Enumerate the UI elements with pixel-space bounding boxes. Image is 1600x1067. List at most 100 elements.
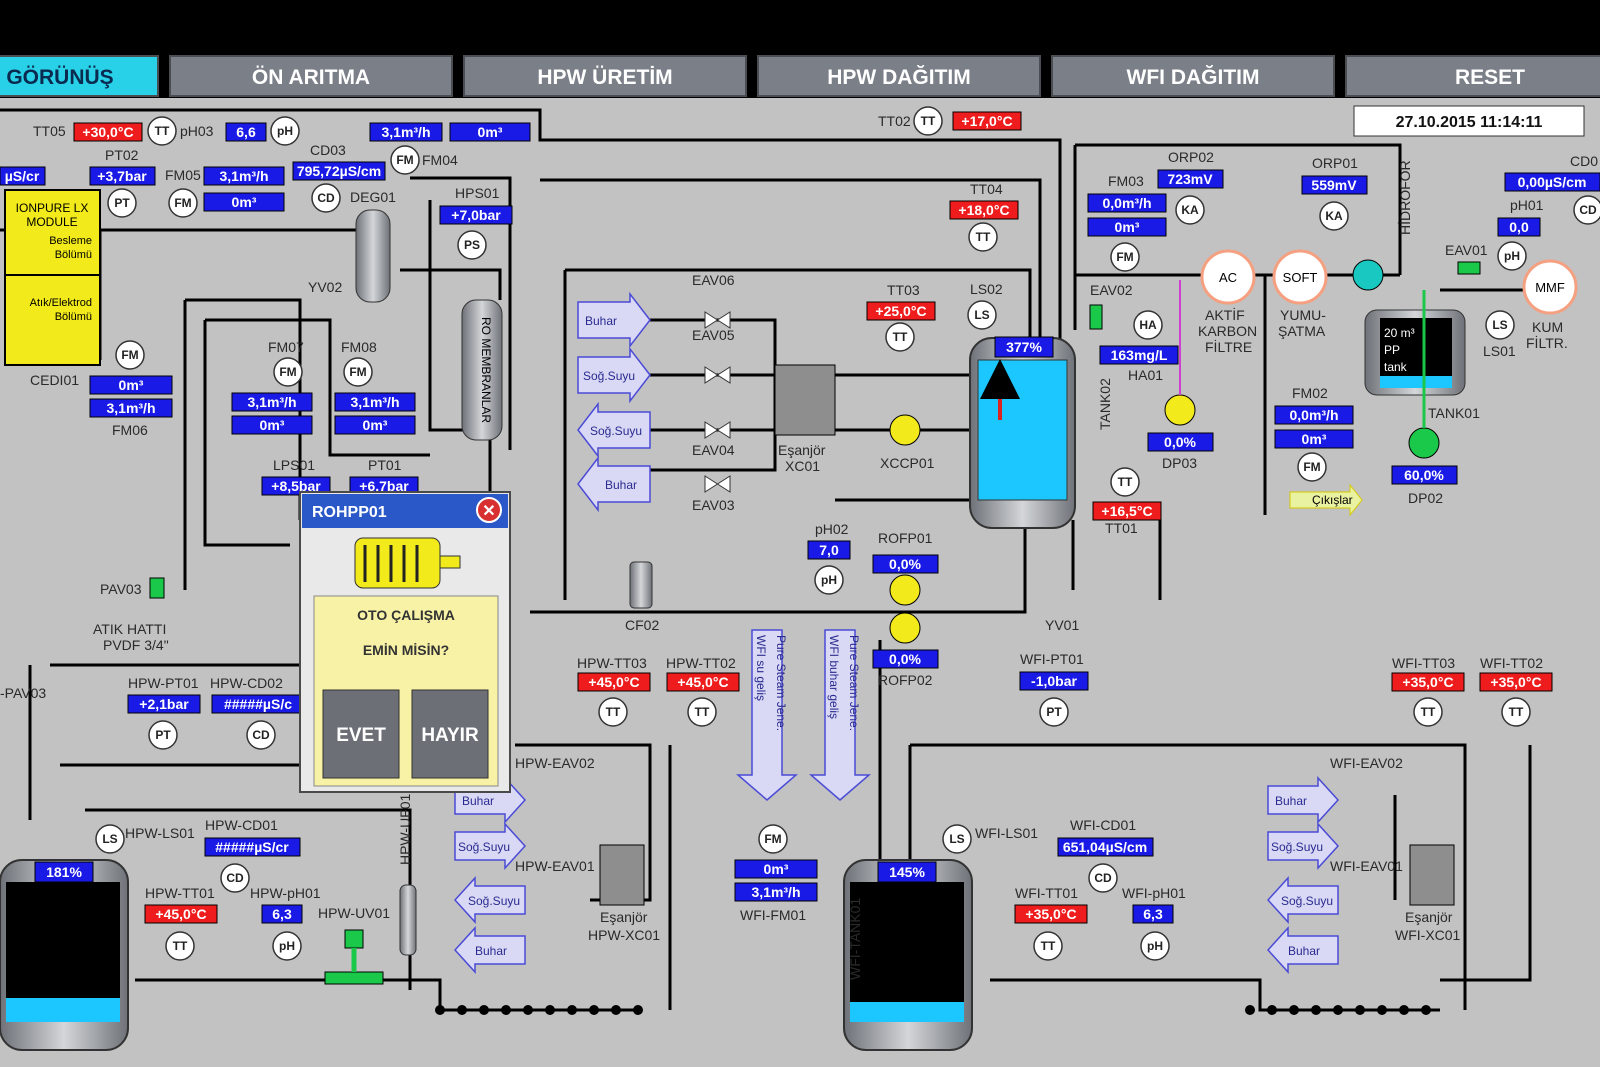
pt01-value: +6,7bar xyxy=(349,476,419,496)
tab-wfi-dagitim[interactable]: WFI DAĞITIM xyxy=(1051,55,1335,97)
svg-text:377%: 377% xyxy=(1006,339,1042,355)
ro-membranes[interactable]: RO MEMBRANLAR xyxy=(461,299,503,441)
svg-text:DP02: DP02 xyxy=(1408,490,1443,506)
lps01-value: +8,5bar xyxy=(261,476,331,496)
deg01-tank[interactable] xyxy=(355,209,391,303)
hpw-ph01-value: 6,3 xyxy=(261,904,303,924)
cf02-filter[interactable] xyxy=(629,561,653,609)
hpw-uv01[interactable] xyxy=(324,929,384,985)
svg-text:PT: PT xyxy=(1046,705,1062,719)
fm04-bubble: FM xyxy=(390,145,420,175)
svg-text:FM03: FM03 xyxy=(1108,173,1144,189)
svg-text:WFI-CD01: WFI-CD01 xyxy=(1070,817,1136,833)
tab-on-aritma[interactable]: ÖN ARITMA xyxy=(169,55,453,97)
rofp01-pump[interactable] xyxy=(889,574,921,606)
svg-text:pH02: pH02 xyxy=(815,521,849,537)
svg-text:EAV01: EAV01 xyxy=(1445,242,1488,258)
ac-filter[interactable]: AC xyxy=(1200,249,1256,305)
instrument-bubbles[interactable]: TT pH PT FM CD FM PS FM FM FM TT TT LS T… xyxy=(95,106,1600,961)
svg-text:3,1m³/h: 3,1m³/h xyxy=(219,168,268,184)
hpw-tt02-value: +45,0°C xyxy=(666,672,740,692)
svg-text:CD: CD xyxy=(1579,203,1597,217)
svg-text:YUMU-: YUMU- xyxy=(1280,307,1326,323)
hpw-uf01-filter[interactable] xyxy=(399,884,417,956)
fm06-bubble: FM xyxy=(115,340,145,370)
svg-text:+3,7bar: +3,7bar xyxy=(97,168,147,184)
svg-text:YV02: YV02 xyxy=(308,279,342,295)
cikislar-arrow[interactable]: Çıkışlar xyxy=(1289,483,1363,517)
stream-sogsuyu-out-1: Soğ.Suyu xyxy=(577,401,651,459)
hpw-cd02-value: #####µS/c xyxy=(211,694,305,714)
svg-text:WFI-TANK01: WFI-TANK01 xyxy=(847,898,863,980)
dp02-pump[interactable] xyxy=(1408,427,1440,459)
hidrofor-pump[interactable] xyxy=(1352,259,1384,291)
svg-text:WFI-pH01: WFI-pH01 xyxy=(1122,885,1186,901)
dialog-no-button[interactable]: HAYIR xyxy=(411,689,489,779)
svg-text:651,04µS/cm: 651,04µS/cm xyxy=(1063,839,1147,855)
tab-reset[interactable]: RESET xyxy=(1345,55,1600,97)
mmf-filter[interactable]: MMF xyxy=(1522,259,1578,315)
svg-text:0,0: 0,0 xyxy=(1509,219,1529,235)
pure-steam-wfi-su: Pure Steam Jene. WFI su geliş xyxy=(735,629,799,801)
dp03-pump[interactable] xyxy=(1164,394,1196,426)
cedi-module[interactable]: IONPURE LX MODULE Besleme Bölümü Atık/El… xyxy=(4,189,101,366)
svg-text:+18,0°C: +18,0°C xyxy=(958,202,1009,218)
svg-text:LS01: LS01 xyxy=(1483,343,1516,359)
svg-text:TT: TT xyxy=(1118,475,1133,489)
svg-text:HPW-PT01: HPW-PT01 xyxy=(128,675,199,691)
svg-text:HA01: HA01 xyxy=(1128,367,1163,383)
tab-hpw-dagitim[interactable]: HPW DAĞITIM xyxy=(757,55,1041,97)
svg-text:MODULE: MODULE xyxy=(26,215,77,229)
tab-gorunus[interactable]: GÖRÜNÜŞ xyxy=(0,55,159,97)
valves-eav[interactable] xyxy=(704,311,731,493)
svg-text:#####µS/c: #####µS/c xyxy=(224,696,292,712)
svg-text:559mV: 559mV xyxy=(1311,177,1357,193)
svg-text:CD: CD xyxy=(1094,871,1112,885)
svg-text:WFI DAĞITIM: WFI DAĞITIM xyxy=(1127,65,1260,89)
fm08-total: 0m³ xyxy=(334,415,416,435)
tank01[interactable]: 20 m³ PP tank xyxy=(1364,309,1466,396)
svg-text:Soğ.Suyu: Soğ.Suyu xyxy=(1281,894,1333,908)
svg-text:TT: TT xyxy=(1041,939,1056,953)
xccp01-pump[interactable] xyxy=(889,414,921,446)
svg-text:TT: TT xyxy=(606,705,621,719)
pav03-valve[interactable] xyxy=(149,577,165,599)
svg-text:CD: CD xyxy=(226,871,244,885)
svg-text:LS: LS xyxy=(974,308,989,322)
svg-text:WFI buhar geliş: WFI buhar geliş xyxy=(827,635,841,719)
rofp02-pump[interactable] xyxy=(889,612,921,644)
outlet-manifold-hpw xyxy=(435,1005,643,1015)
dialog-close-button[interactable]: ✕ xyxy=(476,497,502,523)
eav01-valve[interactable] xyxy=(1457,261,1481,275)
svg-text:Soğ.Suyu: Soğ.Suyu xyxy=(1271,840,1323,854)
svg-text:Buhar: Buhar xyxy=(585,314,617,328)
xc01-exchanger[interactable] xyxy=(774,364,836,436)
cd0-bubble: CD xyxy=(1573,195,1600,225)
tab-hpw-uretim[interactable]: HPW ÜRETİM xyxy=(463,55,747,97)
svg-text:Soğ.Suyu: Soğ.Suyu xyxy=(583,369,635,383)
svg-text:Buhar: Buhar xyxy=(1275,794,1307,808)
svg-text:HPS01: HPS01 xyxy=(455,185,500,201)
dialog-yes-button[interactable]: EVET xyxy=(322,689,400,779)
svg-text:+2,1bar: +2,1bar xyxy=(139,696,189,712)
svg-text:KA: KA xyxy=(1325,209,1343,223)
svg-text:Buhar: Buhar xyxy=(1288,944,1320,958)
fm08-bubble: FM xyxy=(343,357,373,387)
eav02-valve[interactable] xyxy=(1089,304,1103,330)
svg-text:RESET: RESET xyxy=(1455,66,1525,89)
outlet-manifold-wfi xyxy=(1245,1005,1431,1015)
svg-text:FM06: FM06 xyxy=(112,422,148,438)
hpw-tank[interactable] xyxy=(0,859,129,1051)
svg-text:XCCP01: XCCP01 xyxy=(880,455,935,471)
wfi-tank[interactable] xyxy=(843,859,973,1051)
svg-text:WFI-TT02: WFI-TT02 xyxy=(1480,655,1543,671)
svg-text:TT: TT xyxy=(695,705,710,719)
stream-buhar-in-1: Buhar xyxy=(577,291,651,349)
tank02[interactable] xyxy=(969,337,1076,529)
ph01-value: 0,0 xyxy=(1497,217,1541,237)
svg-text:pH: pH xyxy=(1147,939,1163,953)
hpw-xc01-exchanger[interactable] xyxy=(599,844,645,906)
svg-text:HPW-CD02: HPW-CD02 xyxy=(210,675,283,691)
wfi-xc01-exchanger[interactable] xyxy=(1409,844,1455,906)
soft-unit[interactable]: SOFT xyxy=(1272,249,1328,305)
